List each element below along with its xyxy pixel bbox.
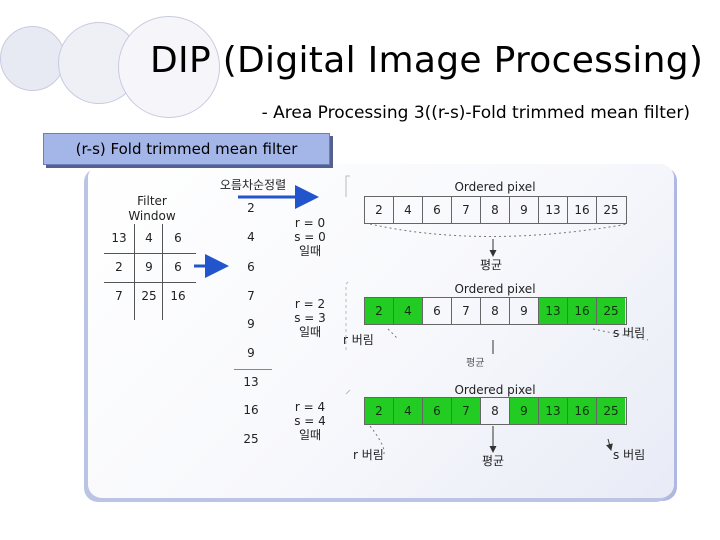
r-trim-label-2: r 버림 <box>343 333 374 347</box>
sorted-value: 25 <box>243 432 259 446</box>
filter-window-label: Filter Window <box>128 194 176 223</box>
ordered-pixel-cell: 2 <box>364 398 393 424</box>
filter-cell: 25 <box>141 289 157 303</box>
case-r0: r = 0 s = 0 일때 <box>288 216 332 258</box>
case-line: r = 4 <box>294 400 326 414</box>
ordered-pixel-cell: 9 <box>509 398 538 424</box>
sorted-value: 16 <box>243 403 259 417</box>
ordered-pixel-cell: 25 <box>596 398 625 424</box>
ordered-pixel-cell: 6 <box>422 197 451 223</box>
ordered-pixel-cell: 8 <box>480 298 509 324</box>
case-r4: r = 4 s = 4 일때 <box>288 400 332 442</box>
grid-line <box>104 282 196 283</box>
case-r2: r = 2 s = 3 일때 <box>288 297 332 339</box>
filter-cell: 4 <box>145 231 153 245</box>
ordered-pixel-cell: 13 <box>538 197 567 223</box>
sorted-value: 7 <box>247 289 255 303</box>
sort-label: 오름차순정렬 <box>219 178 287 192</box>
ordered-pixel-cell: 7 <box>451 398 480 424</box>
ordered-pixel-cell: 4 <box>393 398 422 424</box>
filter-cell: 6 <box>174 260 182 274</box>
ordered-pixel-label-2: Ordered pixel <box>454 282 536 296</box>
ordered-pixel-cell: 13 <box>538 398 567 424</box>
ordered-pixel-cell: 6 <box>422 398 451 424</box>
ordered-pixel-cell: 7 <box>451 298 480 324</box>
ordered-pixel-cell: 7 <box>451 197 480 223</box>
sorted-value: 4 <box>247 230 255 244</box>
case-line: 일때 <box>298 325 322 339</box>
sorted-value: 2 <box>247 201 255 215</box>
ordered-pixel-cell: 9 <box>509 197 538 223</box>
ordered-pixel-cell: 6 <box>422 298 451 324</box>
diagram-panel: 오름차순정렬 Filter Window 13 4 6 2 9 6 7 25 1… <box>88 164 674 498</box>
case-line: s = 4 <box>294 414 326 428</box>
average-label-3: 평균 <box>482 454 505 468</box>
diagram-arrows <box>194 175 649 457</box>
sorted-value: 9 <box>247 346 255 360</box>
ordered-pixel-cell: 25 <box>596 298 625 324</box>
s-trim-label-2: s 버림 <box>613 326 646 340</box>
ordered-pixel-cell: 8 <box>480 398 509 424</box>
filter-cell: 2 <box>115 260 123 274</box>
sorted-value: 6 <box>247 260 255 274</box>
sorted-value: 9 <box>247 317 255 331</box>
section-label: (r-s) Fold trimmed mean filter <box>43 133 330 165</box>
filter-cell: 16 <box>170 289 186 303</box>
grid-line <box>134 224 135 320</box>
ordered-pixel-cell: 2 <box>364 197 393 223</box>
ordered-pixel-cell: 13 <box>538 298 567 324</box>
filter-cell: 7 <box>115 289 123 303</box>
ordered-pixel-label-3: Ordered pixel <box>454 383 536 397</box>
ordered-pixel-cell: 2 <box>364 298 393 324</box>
average-label-2: 평균 <box>466 358 485 369</box>
grid-line <box>162 224 163 320</box>
slide-title: DIP (Digital Image Processing) <box>150 40 704 81</box>
decor-circle-1 <box>0 26 65 91</box>
sorted-divider <box>234 369 272 370</box>
ordered-pixel-cell: 16 <box>567 298 596 324</box>
filter-cell: 9 <box>145 260 153 274</box>
filter-cell: 13 <box>111 231 127 245</box>
ordered-pixel-cell: 9 <box>509 298 538 324</box>
ordered-pixel-cell: 16 <box>567 398 596 424</box>
case-line: r = 0 <box>294 216 326 230</box>
ordered-pixel-cell: 16 <box>567 197 596 223</box>
case-line: 일때 <box>298 428 322 442</box>
ordered-pixel-cell: 25 <box>596 197 625 223</box>
average-label-1: 평균 <box>480 258 503 272</box>
filter-cell: 6 <box>174 231 182 245</box>
ordered-pixel-cell: 4 <box>393 197 422 223</box>
r-trim-label-3: r 버림 <box>353 448 384 462</box>
grid-line <box>104 253 196 254</box>
sorted-value: 13 <box>243 375 259 389</box>
decor-circle-3 <box>118 16 220 118</box>
case-line: s = 3 <box>294 311 326 325</box>
ordered-pixel-cell: 8 <box>480 197 509 223</box>
case-line: s = 0 <box>294 230 326 244</box>
case-line: 일때 <box>298 244 322 258</box>
ordered-pixel-cell: 4 <box>393 298 422 324</box>
case-line: r = 2 <box>294 297 326 311</box>
ordered-pixel-label-1: Ordered pixel <box>454 180 536 194</box>
s-trim-label-3: s 버림 <box>613 448 646 462</box>
slide-subtitle: - Area Processing 3((r-s)-Fold trimmed m… <box>261 103 690 123</box>
